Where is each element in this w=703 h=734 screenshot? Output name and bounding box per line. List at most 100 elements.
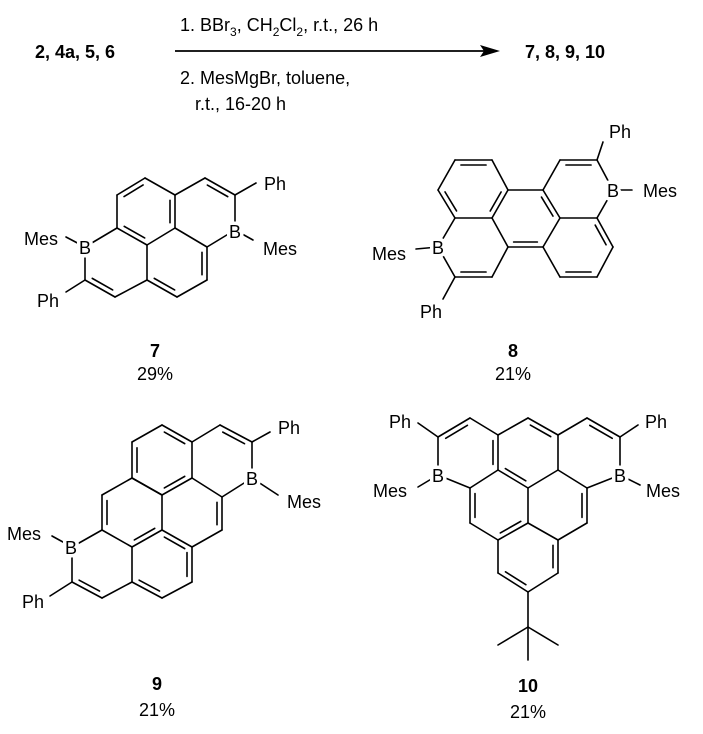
compound-number: 9 xyxy=(152,674,162,694)
condition-step-2-cont: r.t., 16-20 h xyxy=(195,94,286,114)
boron-atom: B xyxy=(65,538,77,558)
bond-line xyxy=(469,522,499,541)
bond-line xyxy=(101,529,133,548)
bond-line xyxy=(176,279,208,298)
mesityl-label: Mes xyxy=(24,229,58,249)
bond-line xyxy=(557,469,588,489)
boron-atom: B xyxy=(229,222,241,242)
bond-line xyxy=(191,477,223,498)
bond-line xyxy=(491,159,509,191)
mesityl-label: Mes xyxy=(7,524,41,544)
bond-line xyxy=(174,227,208,248)
bond-line xyxy=(596,141,604,161)
bond-line xyxy=(65,236,86,248)
bond-line xyxy=(491,189,509,219)
mesityl-label: Mes xyxy=(373,481,407,501)
bond-line xyxy=(540,196,554,217)
bond-line xyxy=(65,279,86,293)
bond-line xyxy=(131,424,163,443)
bond-line xyxy=(131,581,163,599)
bond-line xyxy=(174,177,206,196)
compound-7: B B Ph Mes Mes Ph 7 29% xyxy=(24,174,297,384)
mesityl-label: Mes xyxy=(646,481,680,501)
bond-line xyxy=(542,217,561,248)
bond-line xyxy=(586,474,621,489)
molecule-bonds xyxy=(49,141,641,661)
compound-9: B B Ph Mes Mes Ph 9 21% xyxy=(7,418,321,720)
bond-line xyxy=(491,217,509,248)
bond-line xyxy=(437,217,456,248)
bond-line xyxy=(504,571,527,586)
boron-atom: B xyxy=(432,238,444,258)
bond-line xyxy=(101,477,133,496)
bond-line xyxy=(206,229,236,248)
bond-line xyxy=(91,277,114,291)
bond-line xyxy=(161,581,193,599)
boron-atom: B xyxy=(432,466,444,486)
phenyl-label: Ph xyxy=(278,418,300,438)
bond-line xyxy=(138,579,161,592)
bond-line xyxy=(437,189,456,219)
compound-yield: 21% xyxy=(510,702,546,722)
bond-line xyxy=(71,581,103,599)
bond-line xyxy=(529,424,552,438)
bond-line xyxy=(161,529,193,548)
bond-line xyxy=(586,417,621,438)
bond-line xyxy=(144,177,176,196)
bond-line xyxy=(542,189,561,219)
compound-yield: 29% xyxy=(137,364,173,384)
bond-line xyxy=(163,431,186,445)
bond-line xyxy=(251,477,279,496)
phenyl-label: Ph xyxy=(389,412,411,432)
bond-line xyxy=(596,159,614,191)
bond-line xyxy=(437,246,456,278)
bond-line xyxy=(444,191,458,212)
bond-line xyxy=(163,475,186,489)
bond-line xyxy=(437,417,471,438)
bond-line xyxy=(204,177,236,196)
bond-line xyxy=(469,417,499,436)
phenyl-label: Ph xyxy=(37,291,59,311)
compound-8: B B Ph Mes Mes Ph 8 21% xyxy=(372,122,677,384)
phenyl-label: Ph xyxy=(264,174,286,194)
bond-line xyxy=(619,424,639,438)
bond-line xyxy=(444,424,469,440)
bond-line xyxy=(497,572,529,593)
condition-step-2: 2. MesMgBr, toluene, xyxy=(180,68,350,88)
mesityl-label: Mes xyxy=(287,492,321,512)
phenyl-label: Ph xyxy=(420,302,442,322)
bond-line xyxy=(153,277,176,291)
bond-line xyxy=(234,229,254,241)
bond-line xyxy=(557,417,588,436)
bond-line xyxy=(542,159,561,191)
bond-line xyxy=(116,177,146,196)
bond-line xyxy=(437,474,471,489)
bond-line xyxy=(78,579,101,592)
phenyl-label: Ph xyxy=(609,122,631,142)
bond-line xyxy=(469,469,499,489)
bond-line xyxy=(191,529,223,548)
bond-line xyxy=(527,626,559,646)
bond-line xyxy=(594,224,607,246)
boron-atom: B xyxy=(246,469,258,489)
bond-line xyxy=(84,227,118,248)
bond-line xyxy=(491,246,509,278)
bond-line xyxy=(527,522,559,541)
bond-line xyxy=(146,279,178,298)
bond-line xyxy=(542,246,561,278)
bond-line xyxy=(588,424,614,440)
bond-line xyxy=(114,279,148,298)
boron-atom: B xyxy=(607,181,619,201)
reaction-arrow xyxy=(175,45,500,57)
bond-line xyxy=(497,522,529,541)
mesityl-label: Mes xyxy=(643,181,677,201)
bond-line xyxy=(417,474,439,488)
bond-line xyxy=(161,424,193,443)
bond-line xyxy=(497,469,529,489)
bond-line xyxy=(206,184,229,198)
bond-line xyxy=(437,159,456,191)
bond-line xyxy=(219,424,253,443)
bond-line xyxy=(417,422,439,438)
bond-line xyxy=(527,417,559,436)
